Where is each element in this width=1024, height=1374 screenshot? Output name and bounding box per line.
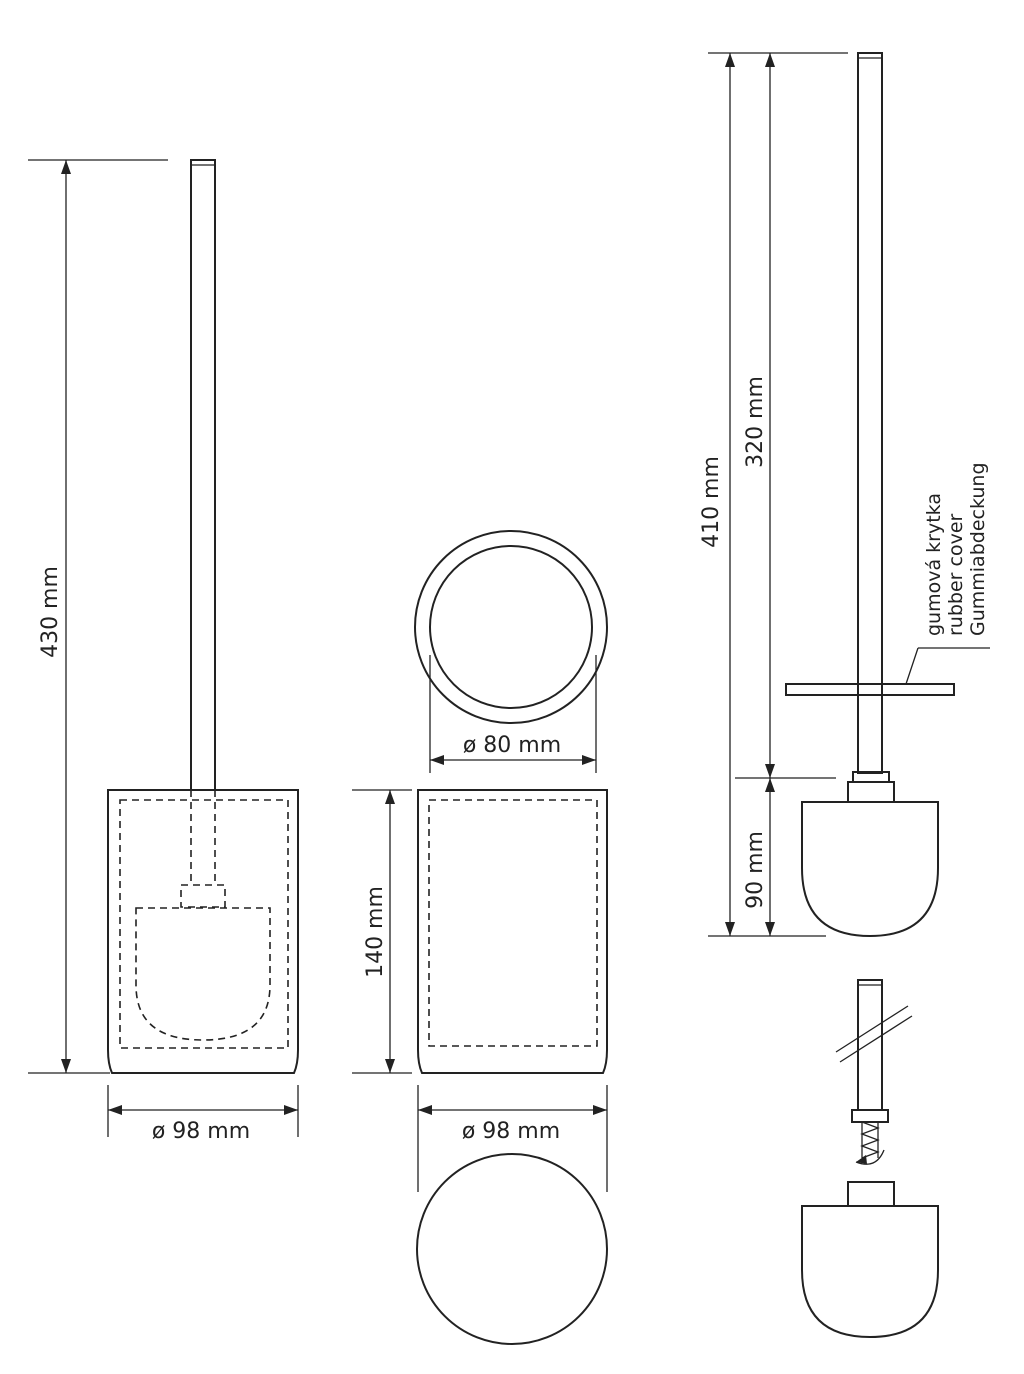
detached-brush-head bbox=[801, 1205, 939, 1339]
arrow-head bbox=[284, 1105, 298, 1115]
arrow-head bbox=[418, 1105, 432, 1115]
arrow-head bbox=[765, 778, 775, 792]
callout-leader bbox=[905, 647, 919, 685]
dim-label-handle-length: 320 mm bbox=[743, 376, 768, 468]
handle-stub bbox=[857, 979, 883, 1111]
dim-label-bottom-diameter: ø 98 mm bbox=[462, 1119, 560, 1144]
arrow-head bbox=[61, 160, 71, 174]
dim-label-base-diameter: ø 98 mm bbox=[152, 1119, 250, 1144]
arrow-head bbox=[108, 1105, 122, 1115]
top-view-outer-ring bbox=[414, 530, 608, 724]
arrow-head bbox=[430, 755, 444, 765]
screw-thread bbox=[860, 1121, 880, 1159]
hidden-brush-head bbox=[135, 907, 271, 1041]
dim-label-total-height: 430 mm bbox=[38, 566, 63, 658]
detach-detail bbox=[801, 979, 939, 1339]
holder-views: ø 80 mm 140 mm ø 98 mm bbox=[352, 530, 608, 1345]
holder-cavity-hidden bbox=[119, 799, 289, 1049]
brush-view: 410 mm 320 mm 90 mm gumová krytka rubber… bbox=[699, 52, 990, 938]
rotate-arrow-icon bbox=[855, 1149, 885, 1165]
arrow-head bbox=[725, 53, 735, 67]
dim-label-inner-diameter: ø 80 mm bbox=[463, 733, 561, 758]
arrow-head bbox=[593, 1105, 607, 1115]
stub-collar bbox=[851, 1109, 889, 1123]
arrow-head bbox=[765, 53, 775, 67]
holder-front-cavity-hidden bbox=[428, 799, 598, 1047]
holder-front-view bbox=[417, 789, 608, 1074]
break-line bbox=[835, 1005, 909, 1053]
callout-label-cz: gumová krytka bbox=[923, 493, 945, 636]
dim-label-head-height: 90 mm bbox=[743, 831, 768, 909]
brush-handle bbox=[190, 159, 216, 791]
head-connector bbox=[847, 781, 895, 803]
arrow-head bbox=[725, 922, 735, 936]
holder-body bbox=[107, 789, 299, 1074]
arrow-head bbox=[856, 1155, 867, 1164]
dim-label-holder-height: 140 mm bbox=[363, 886, 388, 978]
arrow-head bbox=[385, 790, 395, 804]
assembled-view: 430 mm ø 98 mm bbox=[28, 159, 299, 1144]
bottom-view-circle bbox=[416, 1153, 608, 1345]
arrow-head bbox=[61, 1059, 71, 1073]
arrow-head bbox=[765, 922, 775, 936]
brush-handle-side bbox=[857, 52, 883, 774]
head-socket bbox=[847, 1181, 895, 1207]
arrow-head bbox=[582, 755, 596, 765]
arrow-head bbox=[385, 1059, 395, 1073]
hidden-connector bbox=[180, 884, 226, 908]
rubber-cover-plate bbox=[785, 683, 955, 696]
top-view-inner-ring bbox=[429, 545, 593, 709]
brush-head bbox=[801, 801, 939, 938]
dim-label-brush-total: 410 mm bbox=[699, 456, 724, 548]
arrow-head bbox=[765, 764, 775, 778]
callout-label-en: rubber cover bbox=[945, 513, 967, 636]
callout-label-de: Gummiabdeckung bbox=[967, 462, 989, 636]
break-line bbox=[839, 1015, 913, 1063]
